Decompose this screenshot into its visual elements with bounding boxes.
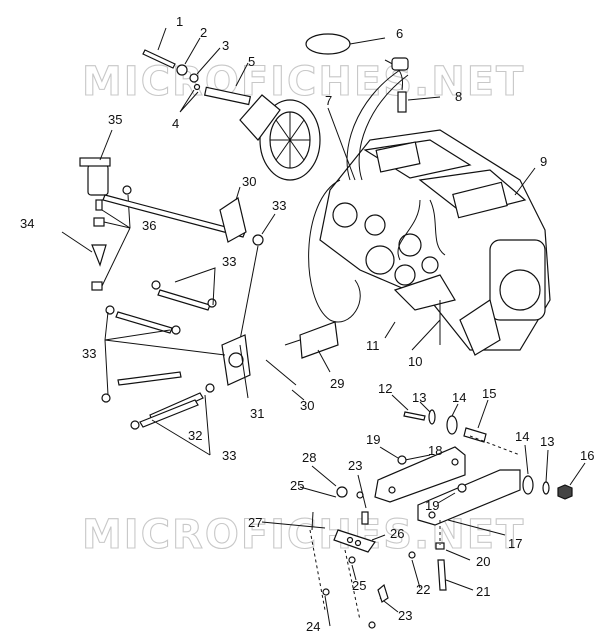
callout-33-upper: 33 xyxy=(222,254,236,269)
callout-36: 36 xyxy=(142,218,156,233)
callout-29: 29 xyxy=(330,376,344,391)
callout-6: 6 xyxy=(396,26,403,41)
callout-14: 14 xyxy=(452,390,466,405)
part-block xyxy=(299,321,339,359)
callout-13-right: 13 xyxy=(540,434,554,449)
callout-20: 20 xyxy=(476,554,490,569)
callout-31: 31 xyxy=(250,406,264,421)
callout-16: 16 xyxy=(580,448,594,463)
callout-24: 24 xyxy=(306,619,320,634)
callout-5: 5 xyxy=(248,54,255,69)
callout-27: 27 xyxy=(248,515,262,530)
callout-32: 32 xyxy=(188,428,202,443)
callout-30: 30 xyxy=(242,174,256,189)
callout-34: 34 xyxy=(20,216,34,231)
callout-23-lower: 23 xyxy=(398,608,412,623)
callout-1: 1 xyxy=(176,14,183,29)
part-mount-plate xyxy=(101,280,251,430)
callout-14-right: 14 xyxy=(515,429,529,444)
callout-3: 3 xyxy=(222,38,229,53)
callout-22: 22 xyxy=(416,582,430,597)
callout-23: 23 xyxy=(348,458,362,473)
callout-17: 17 xyxy=(508,536,522,551)
callout-33-left: 33 xyxy=(82,346,96,361)
callout-28: 28 xyxy=(302,450,316,465)
callout-13: 13 xyxy=(412,390,426,405)
callout-33: 33 xyxy=(272,198,286,213)
engine-assembly xyxy=(308,69,551,356)
callout-26: 26 xyxy=(390,526,404,541)
callout-25-lower: 25 xyxy=(352,578,366,593)
callout-33-lower: 33 xyxy=(222,448,236,463)
callout-11: 11 xyxy=(366,338,380,353)
callout-12: 12 xyxy=(378,381,392,396)
part-spring xyxy=(265,359,297,386)
part-rod xyxy=(102,194,246,238)
callout-18: 18 xyxy=(428,443,442,458)
part-drive-clutch xyxy=(203,86,321,181)
watermark-bottom: MICROFICHES.NET xyxy=(82,512,525,558)
callout-35: 35 xyxy=(108,112,122,127)
part-fuel-pump xyxy=(61,129,132,291)
callout-2: 2 xyxy=(200,25,207,40)
callout-8: 8 xyxy=(455,89,462,104)
callout-15: 15 xyxy=(482,386,496,401)
part-bolt-1 xyxy=(142,49,176,69)
callout-9: 9 xyxy=(540,154,547,169)
part-cap xyxy=(305,33,351,55)
part-bracket xyxy=(374,446,521,526)
callout-10: 10 xyxy=(408,354,422,369)
callout-7: 7 xyxy=(325,93,332,108)
callout-25: 25 xyxy=(290,478,304,493)
watermark-top: MICROFICHES.NET xyxy=(82,59,525,105)
callout-19: 19 xyxy=(366,432,380,447)
part-plug-boot xyxy=(397,91,407,113)
callout-30-lower: 30 xyxy=(300,398,314,413)
callout-21: 21 xyxy=(476,584,490,599)
callout-4: 4 xyxy=(172,116,179,131)
callout-19-lower: 19 xyxy=(425,498,439,513)
